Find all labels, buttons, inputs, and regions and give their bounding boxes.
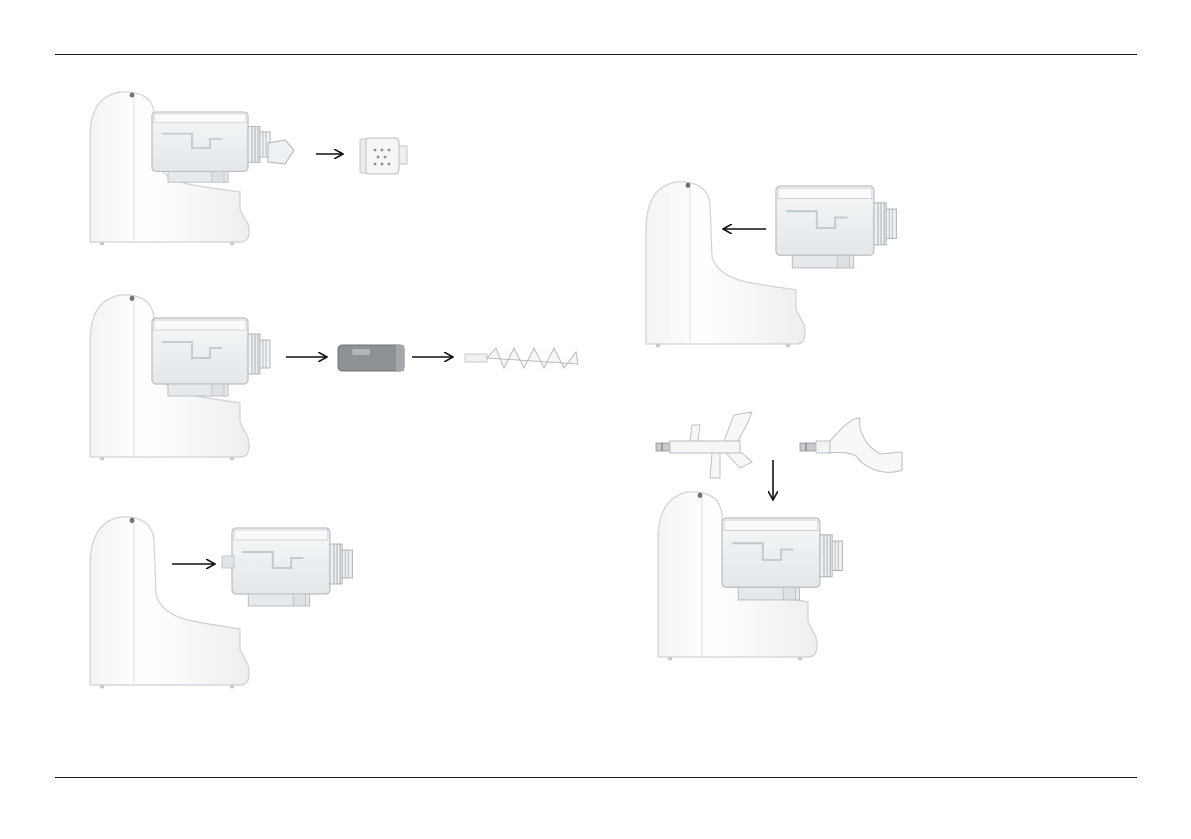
auger-screw-icon [465,348,578,368]
mixing-blade-icon [800,418,902,472]
step-1-figure [90,92,407,245]
nozzle-cap-icon [360,138,407,174]
step-3-figure [90,517,352,688]
auger-sleeve-icon [338,345,404,371]
step-4-figure [646,182,896,347]
step-2-figure [90,295,578,460]
kneading-paddle-icon [656,412,752,478]
step-5-figure [656,412,902,660]
